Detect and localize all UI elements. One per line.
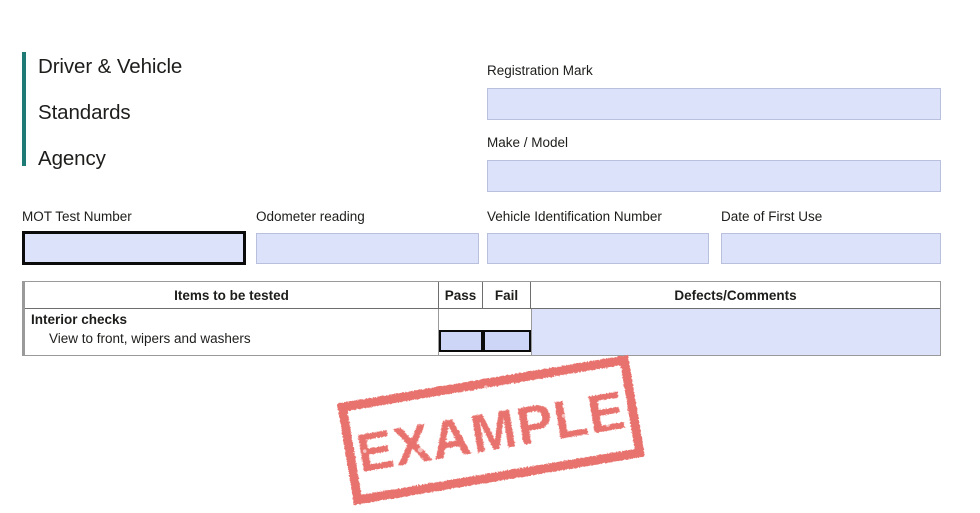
column-header-items: Items to be tested: [25, 282, 439, 308]
pass-checkbox[interactable]: [439, 330, 483, 352]
logo-line-1: Driver & Vehicle: [38, 55, 183, 78]
row-item-label: View to front, wipers and washers: [49, 331, 251, 346]
make-model-label: Make / Model: [487, 135, 569, 150]
table-cell-pass-fail: [439, 309, 531, 355]
vehicle-identification-number-input[interactable]: [487, 233, 709, 264]
date-of-first-use-input[interactable]: [721, 233, 941, 264]
logo-accent-rule: [22, 52, 26, 166]
row-group-title: Interior checks: [31, 312, 128, 327]
table-header-row: Items to be tested Pass Fail Defects/Com…: [25, 282, 940, 309]
mot-test-number-label: MOT Test Number: [22, 209, 132, 224]
example-watermark-stamp: EXAMPLE: [336, 354, 645, 506]
date-of-first-use-label: Date of First Use: [721, 209, 823, 224]
inspection-table: Items to be tested Pass Fail Defects/Com…: [22, 281, 941, 356]
registration-mark-label: Registration Mark: [487, 63, 593, 78]
table-row: Interior checks View to front, wipers an…: [25, 309, 940, 355]
make-model-input[interactable]: [487, 160, 941, 192]
column-header-defects: Defects/Comments: [674, 287, 797, 303]
fail-checkbox[interactable]: [483, 330, 531, 352]
table-cell-items: Interior checks View to front, wipers an…: [25, 309, 439, 355]
column-header-pass: Pass: [439, 282, 483, 308]
column-header-fail: Fail: [483, 282, 531, 308]
odometer-reading-input[interactable]: [256, 233, 479, 264]
logo-line-3: Agency: [38, 147, 106, 170]
logo-line-2: Standards: [38, 101, 131, 124]
logo-body: Driver & Vehicle Standards Agency: [26, 52, 182, 170]
registration-mark-input[interactable]: [487, 88, 941, 120]
logo-organisation-name: Driver & Vehicle Standards Agency: [38, 55, 182, 170]
dvsa-logo: Driver & Vehicle Standards Agency: [22, 52, 282, 170]
odometer-reading-label: Odometer reading: [256, 209, 365, 224]
vehicle-identification-number-label: Vehicle Identification Number: [487, 209, 662, 224]
defects-comments-input[interactable]: [531, 309, 940, 355]
mot-test-number-input[interactable]: [22, 231, 246, 265]
